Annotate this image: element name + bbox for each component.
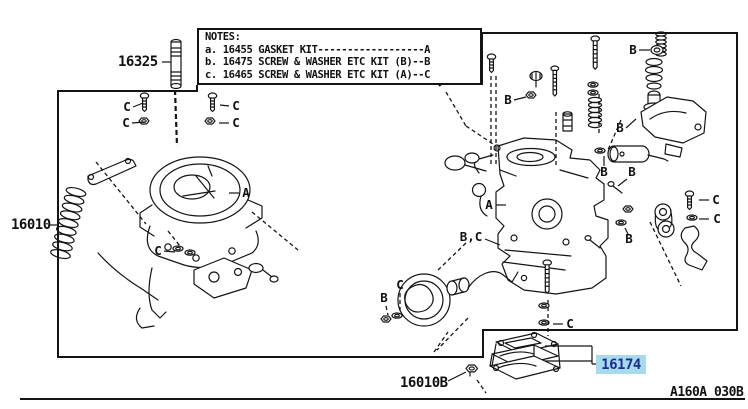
notes-line-c: c. 16465 SCREW & WASHER ETC KIT (A)--C bbox=[205, 68, 431, 81]
callout-letter: C bbox=[396, 277, 404, 292]
callout-letter: A bbox=[242, 185, 250, 200]
notes-box: NOTES: a. 16455 GASKET KIT--------------… bbox=[197, 28, 482, 85]
part-label-16174-highlighted[interactable]: 16174 bbox=[596, 355, 646, 374]
callout-letter: C bbox=[712, 192, 720, 207]
callout-letters: C C C C A C B B B B B B C C A B,C B C C bbox=[122, 42, 721, 331]
callout-letter: B bbox=[504, 92, 512, 107]
callout-letter: B bbox=[616, 120, 624, 135]
callout-leader-lines bbox=[132, 50, 709, 324]
nut-16010b-drawing bbox=[465, 364, 479, 373]
callout-letter: B bbox=[600, 164, 608, 179]
screw-washer-sets-drawing bbox=[494, 145, 634, 248]
link-plate-drawing bbox=[655, 204, 674, 237]
part-label-16010b[interactable]: 16010B bbox=[400, 375, 448, 391]
insulator-16174-drawing bbox=[490, 333, 560, 380]
callout-letter: A bbox=[485, 197, 493, 212]
callout-letter: C bbox=[123, 99, 131, 114]
stud-16325-drawing bbox=[171, 40, 181, 89]
return-spring-drawing bbox=[49, 185, 88, 261]
construction-lines bbox=[434, 76, 681, 393]
callout-letter: C bbox=[232, 98, 240, 113]
callout-letter: B bbox=[629, 42, 637, 57]
callout-letter: C bbox=[713, 211, 721, 226]
choke-lever-drawing bbox=[88, 159, 136, 184]
part-label-leaders bbox=[50, 62, 596, 381]
diagram-code: A160A 030B bbox=[670, 385, 744, 400]
callout-letter: C bbox=[566, 316, 574, 331]
diaphragm-unit-drawing bbox=[398, 272, 518, 326]
notes-line-b: b. 16475 SCREW & WASHER ETC KIT (B)--B bbox=[205, 56, 431, 68]
solenoid-drawing bbox=[608, 146, 668, 162]
callout-letter: B bbox=[628, 164, 636, 179]
callout-letter: B bbox=[380, 290, 388, 305]
float-cover-drawing bbox=[641, 97, 706, 157]
linkage-rod-drawing bbox=[149, 268, 166, 318]
notes-line-a: a. 16455 GASKET KIT------------------A bbox=[205, 43, 431, 56]
bracket-drawing bbox=[681, 226, 707, 270]
main-carburetor-body-drawing bbox=[445, 138, 608, 294]
part-label-16010[interactable]: 16010 bbox=[11, 217, 51, 233]
part-label-16325[interactable]: 16325 bbox=[118, 54, 158, 70]
callout-letter: B bbox=[625, 231, 633, 246]
callout-letter: B,C bbox=[460, 229, 483, 244]
notes-title: NOTES: bbox=[205, 31, 241, 43]
main-frame-box bbox=[58, 33, 737, 357]
callout-letter: C bbox=[154, 243, 162, 258]
callout-letter: C bbox=[232, 115, 240, 130]
left-carburetor-drawing bbox=[49, 92, 278, 328]
throttle-lever-drawing bbox=[194, 258, 252, 298]
callout-letter: C bbox=[122, 115, 130, 130]
